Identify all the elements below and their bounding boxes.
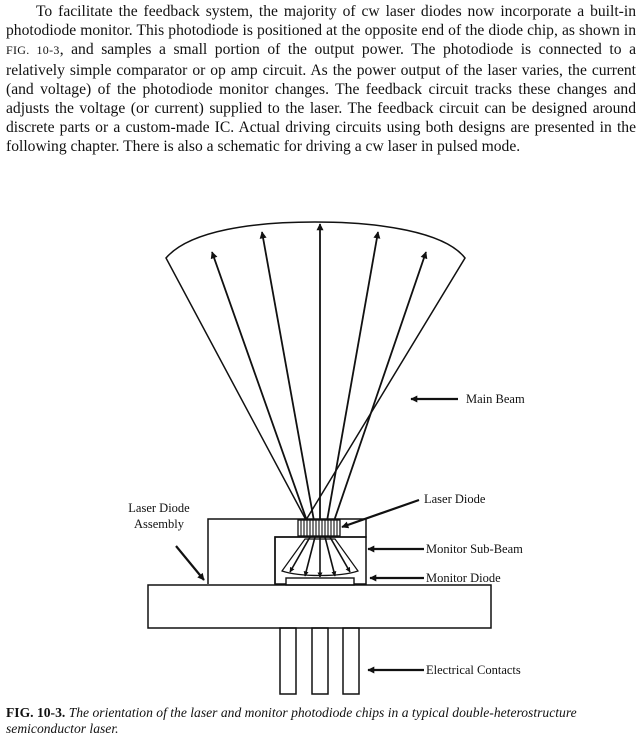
label-electrical-contacts: Electrical Contacts xyxy=(426,663,521,677)
figure-caption: FIG. 10-3. The orientation of the laser … xyxy=(6,705,636,737)
label-laser-diode: Laser Diode xyxy=(424,492,486,506)
caption-text: The orientation of the laser and monitor… xyxy=(6,705,577,736)
label-main-beam: Main Beam xyxy=(466,392,525,406)
figure-reference: FIG. 10-3 xyxy=(6,43,60,58)
body-text-part2: , and samples a small portion of the out… xyxy=(6,41,636,156)
label-monitor-sub-beam: Monitor Sub-Beam xyxy=(426,542,523,556)
label-laser-diode-assembly-line2: Assembly xyxy=(134,517,184,531)
label-laser-diode-assembly: Laser Diode Assembly xyxy=(112,500,206,532)
monitor-sub-beam-cone xyxy=(281,538,359,577)
electrical-contact-pins xyxy=(279,627,360,695)
body-text-part1: To facilitate the feedback system, the m… xyxy=(6,3,636,40)
main-beam-cone xyxy=(165,221,466,522)
base-plate xyxy=(147,584,492,629)
label-arrows xyxy=(175,395,458,674)
monitor-diode xyxy=(285,577,355,586)
label-monitor-diode: Monitor Diode xyxy=(426,571,501,585)
monitor-sub-beam-rays xyxy=(289,536,351,578)
body-paragraph: To facilitate the feedback system, the m… xyxy=(6,2,636,157)
label-laser-diode-assembly-line1: Laser Diode xyxy=(128,501,190,515)
laser-diode-chip xyxy=(297,519,341,537)
main-beam-rays xyxy=(210,223,428,522)
caption-figure-number: FIG. 10-3. xyxy=(6,705,66,720)
